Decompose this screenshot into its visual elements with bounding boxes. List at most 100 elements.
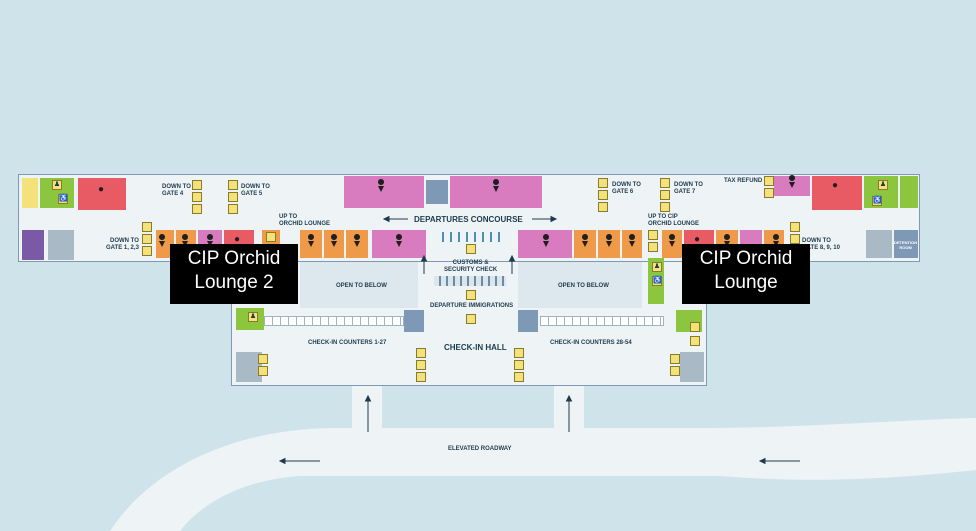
escalator-icon [192,204,202,214]
escalator-icon [598,202,608,212]
shop-block [344,176,424,208]
elevator-icon [598,178,608,188]
elevator-icon [514,348,524,358]
checkin-counters-left [264,316,404,326]
open-below-right-label: OPEN TO BELOW [558,283,609,289]
up-cip-orchid-label: UP TO CIP ORCHID LOUNGE [648,214,699,227]
accessible-icon: ♿ [58,194,68,204]
baby-care-icon [258,366,268,376]
customs-gates [436,232,506,242]
open-below-left-label: OPEN TO BELOW [336,283,387,289]
down-gate6-label: DOWN TO GATE 6 [612,182,641,195]
escalator-icon [466,290,476,300]
escalator-icon [466,244,476,254]
pin-icon [789,175,796,188]
pin-icon [724,234,731,247]
escalator-icon [598,190,608,200]
restaurant-icon: ● [832,180,839,191]
pin-icon [773,233,780,247]
security-lanes [434,276,506,286]
escalator-icon [790,234,800,244]
elevator-icon [142,222,152,232]
tax-refund-label: TAX REFUND [724,178,763,184]
escalator-icon [416,360,426,370]
info-icon [690,322,700,332]
escalator-icon [142,234,152,244]
toilet-icon: ♟ [52,180,62,190]
elevated-roadway-label: ELEVATED ROADWAY [448,446,512,452]
escalator-icon [142,246,152,256]
checkin-hall-label: CHECK-IN HALL [444,343,507,352]
detention-room-label: DETENTION ROOM [894,240,918,250]
escalator-icon [192,192,202,202]
restaurant-icon: ● [234,234,241,245]
checkin-28-54-label: CHECK-IN COUNTERS 28-54 [550,340,632,346]
pin-icon [493,179,500,192]
cip-orchid-lounge-2-callout: CIP Orchid Lounge 2 [170,244,298,304]
lift-block [426,180,448,204]
escalator-icon [514,360,524,370]
accessible-icon [670,354,680,364]
elevator-icon [660,178,670,188]
up-orchid-label: UP TO ORCHID LOUNGE [279,214,330,227]
toilet-icon: ♟ [652,262,662,272]
room-block [680,352,704,382]
info-icon [764,176,774,186]
escalator-icon [660,202,670,212]
pin-icon [543,234,550,247]
pin-icon [159,234,166,247]
room-block [48,230,74,260]
escalator-icon [660,190,670,200]
room-block [22,230,44,260]
pin-icon [378,179,385,192]
elevator-icon [266,232,276,242]
restaurant-block [78,178,126,210]
pin-icon [582,234,589,247]
lift-block [518,310,538,332]
toilet-icon: ♟ [878,180,888,190]
elevator-icon [790,222,800,232]
lift-block [404,310,424,332]
baby-care-icon [258,354,268,364]
restaurant-icon: ● [98,184,105,195]
info-icon [764,188,774,198]
pin-icon [396,234,403,247]
pin-icon [331,233,338,247]
pin-icon [207,234,214,247]
pin-icon [606,234,613,247]
pin-icon [354,234,361,247]
elevator-icon [648,230,658,240]
info-icon [690,336,700,346]
toilet-icon: ♟ [248,312,258,322]
down-gate7-label: DOWN TO GATE 7 [674,182,703,195]
elevator-icon [416,348,426,358]
detention-room-block [894,230,918,258]
escalator-icon [466,314,476,324]
escalator-icon [228,204,238,214]
checkin-1-27-label: CHECK-IN COUNTERS 1-27 [308,340,387,346]
room-block [900,176,918,208]
pin-icon [182,234,189,247]
room-block [866,230,892,258]
elevator-icon [192,180,202,190]
open-below-right-area [518,262,642,308]
escalator-icon [228,192,238,202]
pin-icon [669,234,676,247]
checkin-counters-right [540,316,664,326]
customs-label: CUSTOMS & SECURITY CHECK [444,260,498,273]
accessible-icon: ♿ [872,196,882,206]
escalator-icon [416,372,426,382]
pin-icon [629,234,636,247]
down-gate4-label: DOWN TO GATE 4 [162,184,191,197]
room-block [22,178,38,208]
cip-orchid-lounge-callout: CIP Orchid Lounge [682,244,810,304]
restaurant-icon: ● [694,234,701,245]
departures-concourse-label: DEPARTURES CONCOURSE [414,215,523,224]
down-gate123-label: DOWN TO GATE 1, 2,3 [106,238,139,251]
escalator-icon [514,372,524,382]
restaurant-block [812,176,862,210]
room-block [236,352,262,382]
escalator-icon [648,242,658,252]
elevator-icon [228,180,238,190]
